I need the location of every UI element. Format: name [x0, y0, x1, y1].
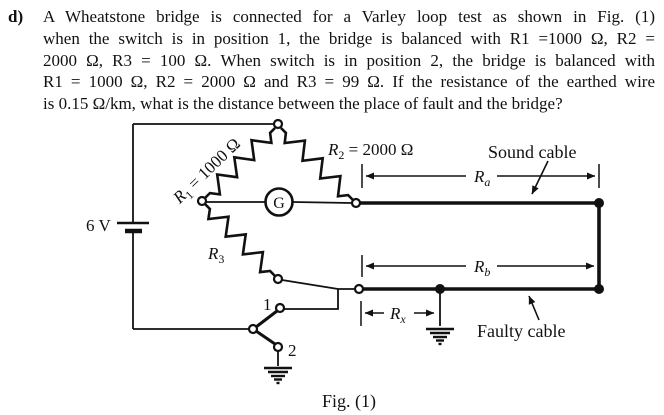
galvanometer-right-wire [292, 201, 353, 204]
faulty-cable-start-node [353, 283, 365, 295]
resistor-r1-zigzag [204, 127, 276, 199]
switch-contact-1 [274, 302, 286, 314]
cable-junction-dots [435, 198, 604, 294]
rb-dim-label: Rb [473, 257, 490, 279]
switch-earth-ground [264, 366, 292, 385]
r1-label: R1 = 1000 Ω [169, 134, 246, 210]
circuit-nodes [196, 118, 365, 353]
bridge-right-node [350, 197, 362, 209]
problem-text: A Wheatstone bridge is connected for a V… [43, 6, 655, 115]
faulty-cable-end-dot [594, 284, 604, 294]
r3-label: R3 [207, 244, 224, 266]
r2-label: R2 = 2000 Ω [327, 140, 413, 162]
cables [360, 201, 601, 291]
fault-point-dot [435, 284, 445, 294]
r3-bottom-node [272, 273, 284, 285]
switch-blade-position2 [255, 329, 276, 346]
faulty-cable-label: Faulty cable [477, 321, 565, 341]
dimension-ra [361, 164, 600, 188]
bridge-left-node [196, 195, 208, 207]
problem-line-5: is 0.15 Ω/km, what is the distance betwe… [43, 94, 563, 114]
dimension-rx [360, 301, 435, 326]
selector-switch [255, 309, 278, 346]
fault-earth-ground [426, 327, 454, 346]
problem-line-4: R1 = 1000 Ω, R2 = 2000 Ω and R3 = 99 Ω. … [43, 72, 655, 92]
switch-position-1-label: 1 [263, 295, 272, 314]
figure-caption: Fig. (1) [322, 391, 376, 412]
galvanometer [264, 187, 294, 217]
switch-pivot-node [247, 323, 259, 335]
switch-contact-2 [272, 341, 284, 353]
sound-cable-label: Sound cable [488, 142, 576, 162]
r3-to-cable-wire [281, 279, 355, 290]
bridge-top-node [272, 118, 284, 130]
item-label: d) [8, 7, 24, 26]
r3-to-switch-branch [284, 289, 339, 310]
problem-line-3: 2000 Ω, R3 = 100 Ω. When switch is in po… [43, 50, 655, 70]
sound-cable-pointer [531, 160, 549, 195]
rx-dim-label: Rx [389, 304, 406, 326]
problem-line-1: A Wheatstone bridge is connected for a V… [43, 7, 655, 26]
battery [117, 221, 149, 234]
problem-line-2: when the switch is in position 1, the br… [43, 28, 655, 48]
battery-voltage-label: 6 V [86, 216, 111, 235]
faulty-cable-pointer [528, 295, 540, 321]
circuit-wires [132, 123, 441, 366]
switch-blade-position1 [255, 309, 278, 329]
ra-dim-label: Ra [473, 167, 490, 189]
dimension-rb [361, 255, 595, 277]
problem-statement: d) A Wheatstone bridge is connected for … [0, 6, 664, 115]
sound-cable-end-dot [594, 198, 604, 208]
resistors [204, 127, 354, 277]
resistor-r2-zigzag [280, 127, 354, 201]
resistor-r3-zigzag [204, 203, 276, 277]
galvanometer-label: G [273, 195, 285, 212]
switch-position-2-label: 2 [288, 341, 297, 360]
